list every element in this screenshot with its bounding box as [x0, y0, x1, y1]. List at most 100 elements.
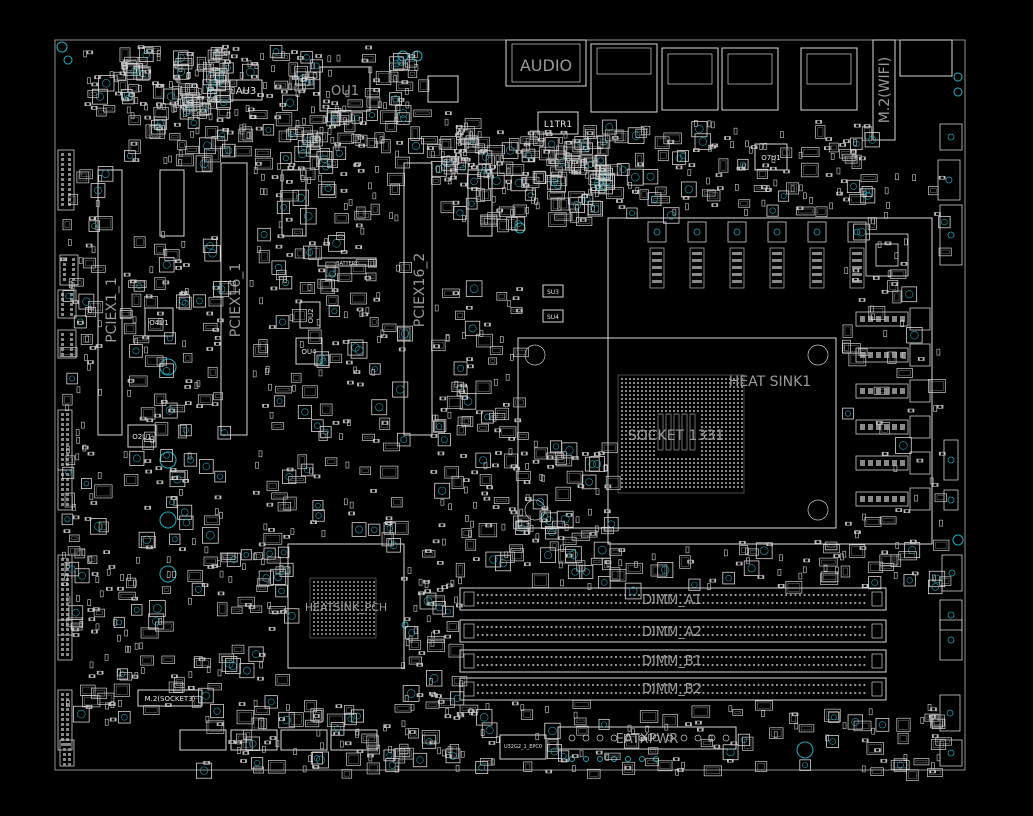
pch-ball — [337, 613, 339, 615]
smd-pad — [496, 463, 499, 467]
socket-pin — [641, 470, 643, 472]
dimm-latch — [463, 623, 475, 639]
socket-pin — [693, 478, 695, 480]
smd-pad — [525, 497, 527, 501]
capacitor-center — [187, 456, 194, 464]
header-pin — [66, 693, 69, 696]
ic — [587, 200, 602, 215]
dimm-pin — [555, 625, 558, 629]
smd-pad — [494, 428, 497, 432]
smd-pad — [211, 347, 213, 351]
pch-ball — [349, 625, 351, 627]
socket-pin — [705, 402, 707, 404]
socket-pin — [625, 378, 627, 380]
socket-screw — [807, 344, 829, 366]
dimm-pin — [748, 655, 751, 659]
ic-body — [566, 143, 579, 154]
smd-part — [144, 103, 148, 111]
ic-body — [523, 179, 538, 186]
dimm-pin — [605, 633, 608, 637]
smd-part — [445, 708, 450, 715]
ic — [601, 526, 614, 535]
smd-pad — [586, 194, 588, 198]
ic — [197, 394, 213, 406]
socket-pin — [645, 466, 647, 468]
dimm-pin — [716, 601, 719, 605]
usb-header — [499, 734, 547, 760]
ic-body — [215, 54, 228, 58]
ic-body — [257, 150, 269, 155]
socket-pin — [669, 382, 671, 384]
smd-part — [350, 114, 355, 122]
socket-pin — [669, 390, 671, 392]
dimm-pin — [499, 593, 503, 597]
right-header-via — [945, 176, 953, 184]
dimm-pin — [752, 593, 756, 597]
smd-pad — [378, 88, 380, 92]
capacitor-center — [296, 193, 305, 203]
socket-pin — [709, 406, 711, 408]
ic — [381, 532, 394, 547]
ic — [310, 708, 324, 722]
socket-pin — [653, 470, 655, 472]
socket-pin — [721, 438, 723, 440]
dimm-pin — [619, 691, 622, 695]
vrm-pad — [652, 259, 662, 262]
smd-pad — [497, 505, 500, 509]
smd-part — [763, 143, 768, 150]
dimm-pin — [550, 691, 553, 695]
dimm-latch — [463, 653, 475, 669]
pch-ball — [357, 605, 359, 607]
header-pin — [66, 438, 69, 441]
smd-pad — [301, 56, 304, 60]
dimm-pin — [803, 593, 806, 597]
capacitor-center — [630, 172, 640, 182]
ic — [366, 138, 377, 148]
smd-part — [468, 530, 472, 538]
atx-mount — [639, 756, 645, 762]
dimm-pin — [481, 663, 484, 667]
socket-pin — [621, 434, 623, 436]
ic-body — [278, 272, 285, 278]
pch-ball — [333, 613, 335, 615]
socket-pin — [681, 474, 683, 476]
socket-pin — [737, 458, 739, 460]
ic-body — [450, 646, 462, 656]
dimm-pin — [766, 633, 769, 637]
right-header-via — [947, 133, 955, 141]
capacitor-center — [435, 604, 443, 612]
pch-ball — [325, 581, 327, 583]
socket-pin — [661, 406, 663, 408]
smd-pad — [251, 75, 253, 79]
smd-pad — [384, 724, 386, 728]
socket-pin — [729, 406, 731, 408]
smd-pad — [446, 583, 448, 587]
mounting-hole — [953, 72, 963, 82]
ic — [318, 184, 337, 198]
dimm-pin — [490, 593, 493, 597]
ic — [554, 213, 573, 221]
ic-body — [309, 135, 321, 145]
smd-part — [280, 174, 284, 182]
ic-body — [66, 494, 73, 506]
socket-screw — [524, 344, 546, 366]
ic-body — [601, 167, 608, 178]
header-pin — [61, 738, 64, 741]
mounting-hole — [159, 565, 177, 583]
ic — [231, 644, 245, 654]
ic — [276, 269, 287, 281]
dimm-pin — [826, 663, 829, 667]
ic — [427, 635, 445, 643]
header-pin — [63, 743, 66, 746]
capacitor — [248, 646, 264, 662]
socket-pin — [629, 406, 631, 408]
ic — [374, 132, 385, 144]
dimm-pin — [849, 663, 852, 667]
socket-pin — [713, 402, 715, 404]
ic-body — [130, 86, 138, 91]
header-pin — [66, 433, 69, 436]
socket-pin — [661, 386, 663, 388]
pch-ball — [345, 633, 347, 635]
capacitor — [300, 51, 313, 64]
socket-pin — [717, 438, 719, 440]
